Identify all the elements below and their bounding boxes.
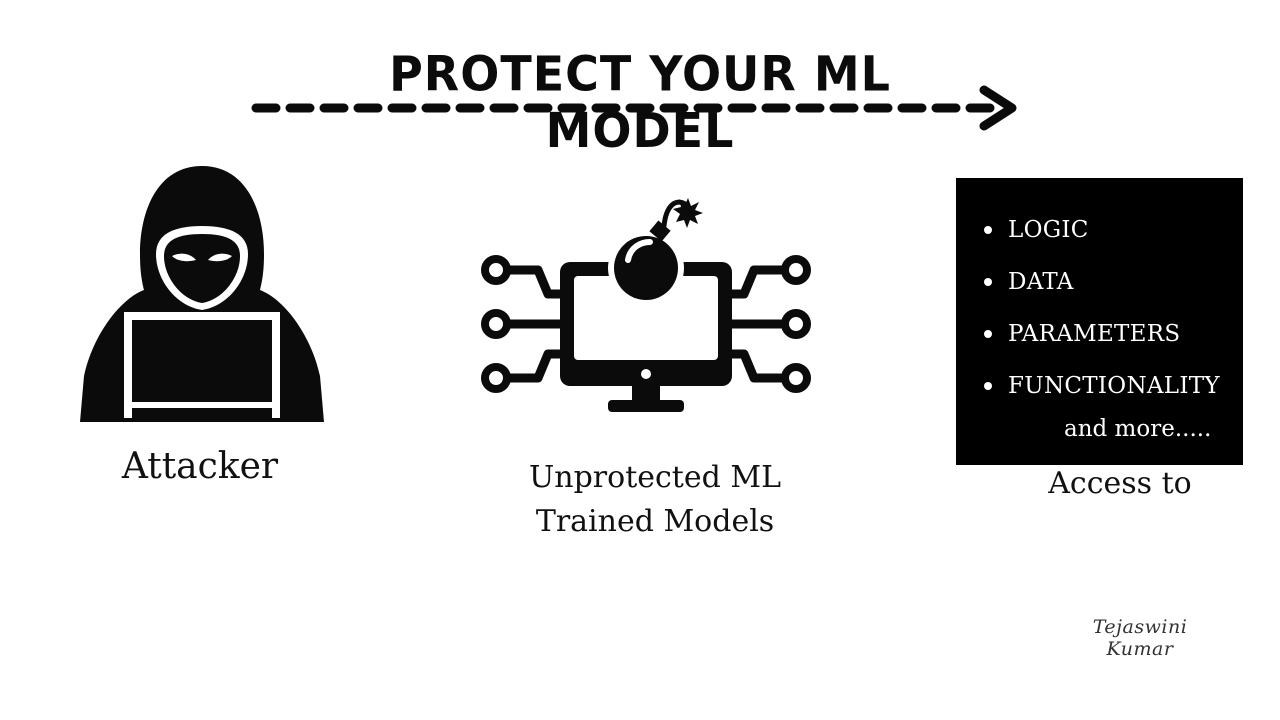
dashed-arrow-right-icon (251, 85, 1017, 131)
access-label: Access to (1048, 466, 1192, 501)
access-list: LOGIC DATA PARAMETERS FUNCTIONALITY (984, 204, 1220, 412)
access-more-text: and more..... (1064, 416, 1212, 442)
list-item: DATA (984, 256, 1220, 308)
author-signature: Tejaswini Kumar (1092, 616, 1188, 660)
bullet-icon (984, 226, 992, 234)
access-item-label: DATA (1008, 269, 1074, 295)
access-item-label: LOGIC (1008, 217, 1089, 243)
model-label-line2: Trained Models (535, 504, 775, 539)
list-item: FUNCTIONALITY (984, 360, 1220, 412)
bomb-monitor-circuit-icon (481, 198, 811, 412)
model-label: Unprotected ML Trained Models (480, 456, 830, 544)
list-item: LOGIC (984, 204, 1220, 256)
hooded-hacker-laptop-icon (80, 166, 324, 422)
access-item-label: PARAMETERS (1008, 321, 1181, 347)
bullet-icon (984, 278, 992, 286)
list-item: PARAMETERS (984, 308, 1220, 360)
attacker-label: Attacker (121, 446, 279, 487)
access-item-label: FUNCTIONALITY (1008, 373, 1220, 399)
bullet-icon (984, 382, 992, 390)
model-label-line1: Unprotected ML (528, 460, 781, 495)
bullet-icon (984, 330, 992, 338)
access-panel: LOGIC DATA PARAMETERS FUNCTIONALITY and … (956, 178, 1243, 465)
